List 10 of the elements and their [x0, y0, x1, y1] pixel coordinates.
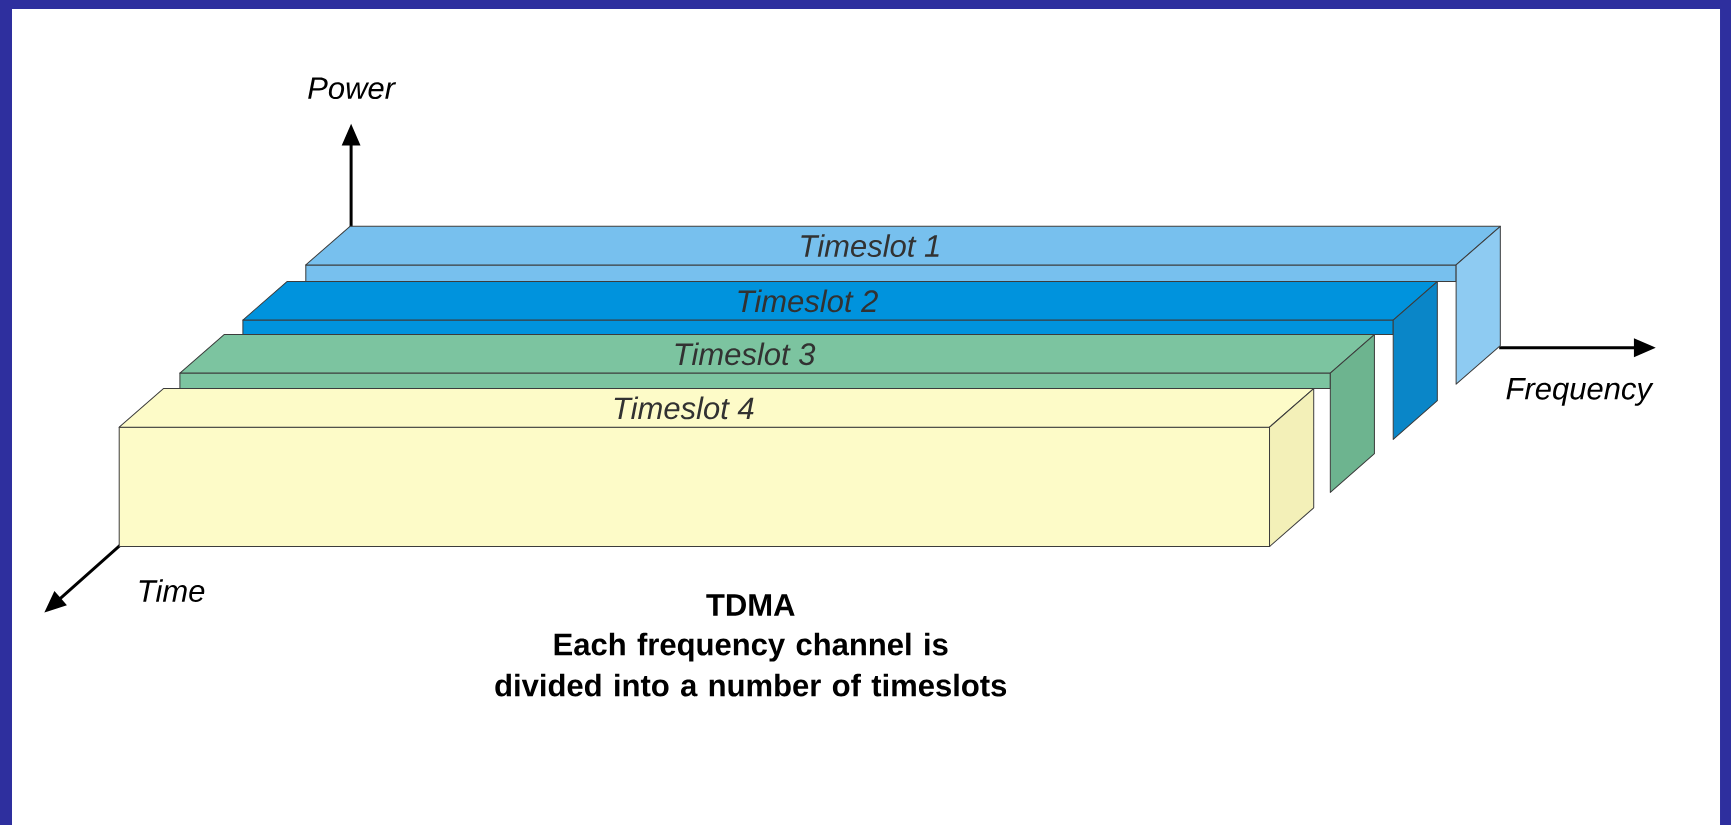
axis-label: Time	[139, 579, 205, 602]
node-label: Timeslot 4	[614, 396, 754, 420]
axis-label: Power	[308, 77, 397, 100]
axis-label: Frequency	[1506, 378, 1654, 406]
caption: Each frequency channel is divided into a number of timeslots	[495, 632, 1007, 697]
timeslot-box: Timeslot 1	[305, 225, 1501, 282]
timeslot-box: Timeslot 4	[118, 388, 1315, 547]
timeslot-box: Timeslot 2	[242, 281, 1438, 335]
title: TDMA	[706, 594, 795, 616]
timeslot-box: Timeslot 3	[179, 334, 1375, 390]
